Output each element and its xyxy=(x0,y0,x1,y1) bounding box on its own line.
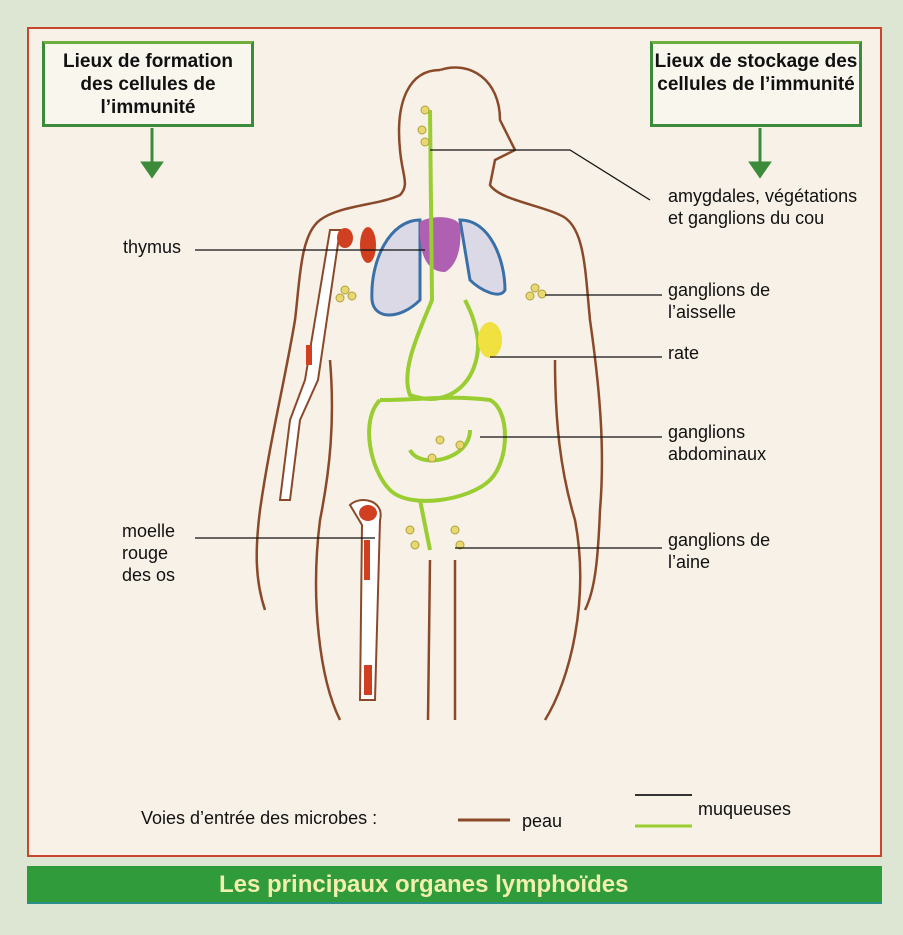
lungs xyxy=(370,218,507,317)
femur xyxy=(348,499,382,701)
thymus xyxy=(419,217,461,272)
leader-lines xyxy=(195,149,662,549)
arrow-formation xyxy=(140,128,164,179)
label-aine: ganglions de l’aine xyxy=(668,530,771,572)
formation-box: Lieux de formation des cellules de l’imm… xyxy=(42,41,254,127)
label-abdominaux: ganglions abdominaux xyxy=(668,422,767,464)
body-outline xyxy=(255,66,604,721)
red-marrow xyxy=(306,227,377,695)
lymph-nodes xyxy=(335,105,547,550)
digestive-tract xyxy=(367,109,507,551)
legend-muqueuses: muqueuses xyxy=(698,799,792,819)
label-thymus: thymus xyxy=(123,237,182,257)
label-rate: rate xyxy=(668,343,700,363)
label-amygdales: amygdales, végétations et ganglions du c… xyxy=(668,186,858,228)
stockage-box: Lieux de stockage des cellules de l’immu… xyxy=(650,41,862,127)
label-aisselle: ganglions de l’aisselle xyxy=(668,280,771,322)
legend-intro: Voies d’entrée des microbes : xyxy=(141,808,378,828)
legend-peau: peau xyxy=(522,811,563,831)
label-moelle: moelle rouge des os xyxy=(122,521,176,585)
arrow-stockage xyxy=(748,128,772,179)
spleen xyxy=(478,322,502,358)
figure-title: Les principaux organes lymphoïdes xyxy=(27,866,882,904)
